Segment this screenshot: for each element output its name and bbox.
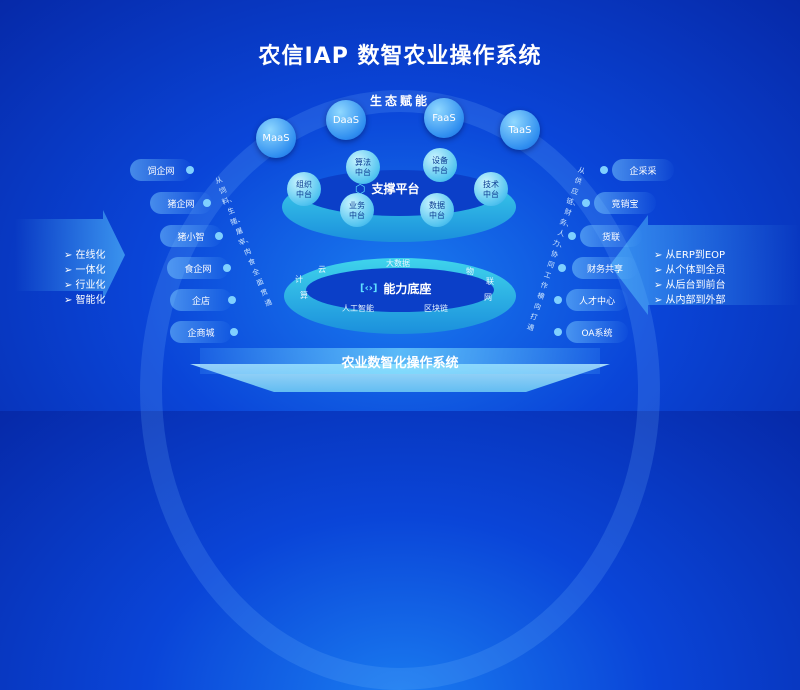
product-pill: 企商城	[170, 321, 232, 343]
connector-dot	[223, 264, 231, 272]
platform-node: 数据 中台	[420, 193, 454, 227]
shield-gear-icon: ⬡	[355, 181, 366, 196]
ecosystem-title: 生态赋能	[369, 94, 430, 108]
product-pill: 竞销宝	[594, 192, 656, 214]
connector-dot	[558, 264, 566, 272]
product-pill: 饲企网	[130, 159, 192, 181]
support-platform-label: ⬡ 支撑平台	[355, 180, 420, 197]
product-pill: 人才中心	[566, 289, 628, 311]
point: ➢ 在线化	[64, 250, 106, 261]
platform-node: 技术 中台	[474, 172, 508, 206]
point: ➢ 一体化	[64, 265, 106, 276]
platform-node: 算法 中台	[346, 150, 380, 184]
point: ➢ 从ERP到EOP	[654, 250, 726, 261]
platform-node: 组织 中台	[287, 172, 321, 206]
right-arrow	[610, 215, 800, 315]
connector-dot	[582, 199, 590, 207]
service-bubble: MaaS	[256, 118, 296, 158]
capability-item: 区块链	[424, 304, 448, 313]
support-platform-inner	[300, 170, 498, 216]
right-points: ➢ 从ERP到EOP ➢ 从个体到全员 ➢ 从后台到前台 ➢ 从内部到外部	[654, 248, 726, 308]
capability-item: 大数据	[386, 259, 410, 268]
product-pill: 猪小智	[160, 225, 222, 247]
capability-item: 云	[318, 265, 326, 274]
code-screen-icon: [‹›]	[360, 283, 378, 294]
point: ➢ 从内部到外部	[654, 295, 726, 306]
connector-dot	[228, 296, 236, 304]
capability-item: 物	[466, 267, 474, 276]
capability-inner	[306, 268, 494, 312]
capability-title: 能力底座	[383, 282, 432, 296]
platform-node: 设备 中台	[423, 148, 457, 182]
connector-dot	[203, 199, 211, 207]
product-pill: 财务共享	[572, 257, 638, 279]
left-points: ➢ 在线化 ➢ 一体化 ➢ 行业化 ➢ 智能化	[64, 248, 106, 308]
connector-dot	[554, 328, 562, 336]
product-pill: 货联	[580, 225, 642, 247]
capability-item: 网	[484, 293, 492, 302]
connector-dot	[600, 166, 608, 174]
product-pill: OA系统	[566, 321, 628, 343]
service-bubble: TaaS	[500, 110, 540, 150]
product-pill: 食企网	[167, 257, 229, 279]
point: ➢ 智能化	[64, 295, 106, 306]
point: ➢ 从个体到全员	[654, 265, 726, 276]
connector-dot	[554, 296, 562, 304]
platform-node: 业务 中台	[340, 193, 374, 227]
page-title: 农信IAP 数智农业操作系统	[258, 44, 542, 69]
left-arrow	[15, 210, 125, 300]
capability-item: 算	[300, 291, 308, 300]
capability-item: 联	[486, 277, 494, 286]
connector-dot	[186, 166, 194, 174]
base-title: 农业数智化操作系统	[200, 348, 600, 374]
service-bubble: FaaS	[424, 98, 464, 138]
product-pill: 企店	[170, 289, 232, 311]
connector-dot	[568, 232, 576, 240]
connector-dot	[230, 328, 238, 336]
product-pill: 企采采	[612, 159, 674, 181]
point: ➢ 行业化	[64, 280, 106, 291]
capability-item: 计	[295, 275, 303, 284]
connector-dot	[215, 232, 223, 240]
capability-label: [‹›] 能力底座	[360, 280, 431, 297]
product-pill: 猪企网	[150, 192, 212, 214]
service-bubble: DaaS	[326, 100, 366, 140]
support-platform-title: 支撑平台	[371, 182, 420, 196]
capability-item: 人工智能	[342, 304, 374, 313]
point: ➢ 从后台到前台	[654, 280, 726, 291]
